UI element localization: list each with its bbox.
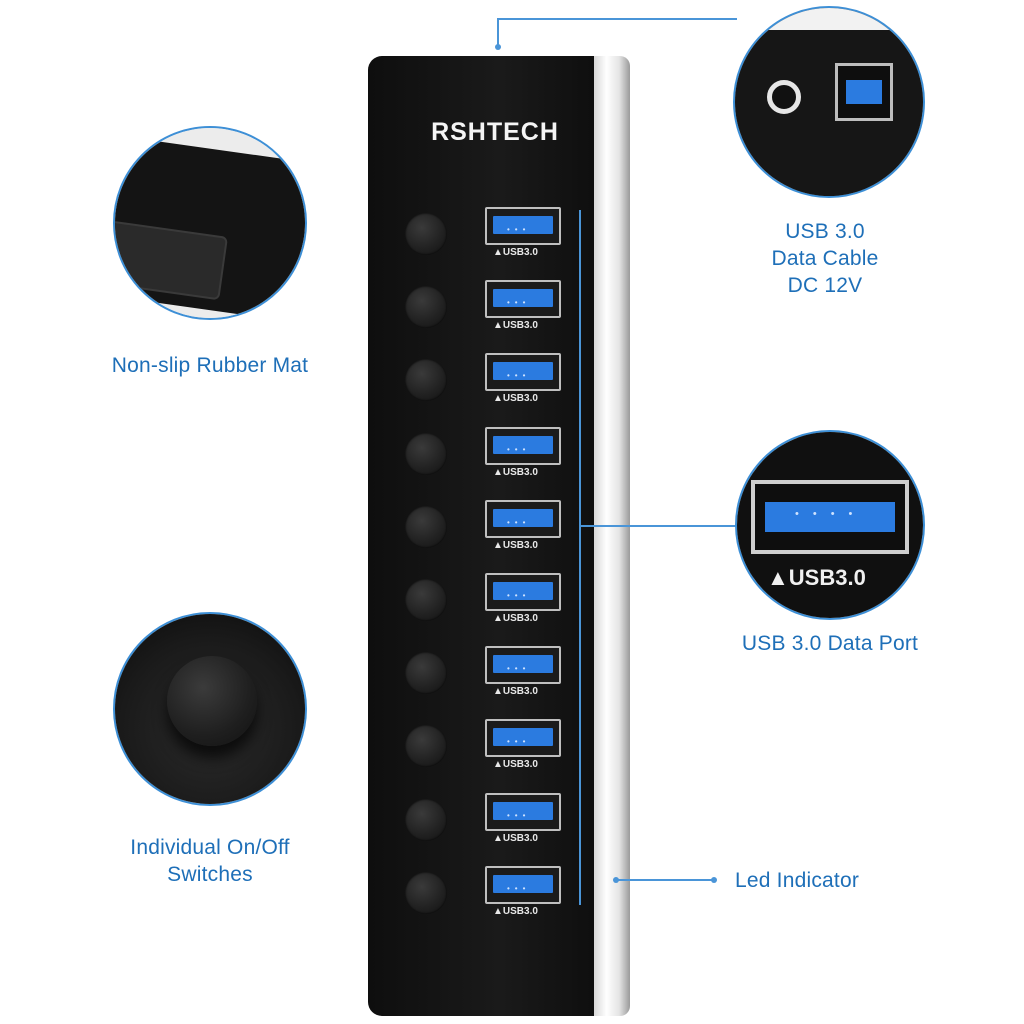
zoom-port-label: ▲USB3.0 — [767, 565, 866, 590]
port-label: ▲USB3.0 — [493, 686, 538, 698]
dc-connector-zoom — [733, 6, 925, 198]
usb-port-zoom: •••• ▲USB3.0 — [735, 430, 925, 620]
led-bracket — [579, 210, 581, 905]
switch-caption-line2: Switches — [167, 863, 253, 886]
cable-caption: USB 3.0 Data Cable DC 12V — [720, 218, 930, 299]
on-off-switch-button[interactable] — [405, 359, 447, 402]
port-row: •••▲USB3.0 — [405, 353, 605, 413]
usb3-port[interactable]: ••• — [485, 426, 561, 465]
port-row: •••▲USB3.0 — [405, 499, 605, 560]
switch-knob-icon — [167, 656, 257, 746]
led-caption: Led Indicator — [735, 869, 860, 892]
on-off-switch-button[interactable] — [405, 725, 447, 768]
rubber-mat-image — [115, 132, 305, 318]
data-port-caption: USB 3.0 Data Port — [741, 632, 919, 655]
usb3-port[interactable]: ••• — [485, 280, 561, 319]
rubber-mat-zoom — [113, 126, 307, 320]
port-row: •••▲USB3.0 — [405, 719, 605, 779]
port-label: ▲USB3.0 — [493, 832, 538, 844]
cable-caption-line1: USB 3.0 — [785, 220, 865, 243]
usb3-port[interactable]: ••• — [485, 792, 561, 831]
cable-callout-line-vertical — [497, 18, 499, 48]
led-callout-line — [616, 879, 714, 881]
usb3-port[interactable]: ••• — [485, 719, 561, 758]
port-row: •••▲USB3.0 — [405, 280, 605, 340]
on-off-switch-button[interactable] — [405, 432, 447, 475]
dc-jack-icon — [767, 80, 801, 114]
on-off-switch-button[interactable] — [405, 871, 447, 914]
led-callout-dot-left — [613, 877, 619, 883]
switch-zoom — [113, 612, 307, 806]
port-label: ▲USB3.0 — [493, 393, 538, 405]
switch-caption: Individual On/Off Switches — [90, 834, 330, 888]
usb-b-port-icon — [835, 63, 893, 121]
port-row: •••▲USB3.0 — [405, 426, 605, 487]
port-label: ▲USB3.0 — [493, 539, 538, 551]
on-off-switch-button[interactable] — [405, 579, 447, 621]
cable-caption-line3: DC 12V — [787, 274, 863, 297]
port-row: •••▲USB3.0 — [405, 865, 605, 926]
port-label: ▲USB3.0 — [493, 759, 538, 771]
on-off-switch-button[interactable] — [405, 505, 447, 548]
brand-logo: RSHTECH — [431, 118, 559, 146]
usb3-port[interactable]: ••• — [485, 865, 561, 904]
led-callout-dot-right — [711, 877, 717, 883]
data-port-callout-line — [580, 525, 736, 527]
usb3-port[interactable]: ••• — [485, 207, 561, 245]
port-label: ▲USB3.0 — [493, 320, 538, 332]
usb3-port[interactable]: ••• — [485, 499, 561, 538]
switch-caption-line1: Individual On/Off — [130, 836, 290, 859]
cable-callout-dot — [495, 44, 501, 50]
usb3-port[interactable]: ••• — [485, 353, 561, 392]
port-label: ▲USB3.0 — [493, 613, 538, 624]
usb3-port[interactable]: ••• — [485, 646, 561, 685]
usb3-port[interactable]: ••• — [485, 573, 561, 611]
on-off-switch-button[interactable] — [405, 652, 447, 695]
on-off-switch-button[interactable] — [405, 213, 447, 255]
port-row: ••• ▲USB3.0 — [405, 207, 605, 267]
on-off-switch-button[interactable] — [405, 798, 447, 841]
port-label: ▲USB3.0 — [493, 905, 538, 917]
rubber-mat-caption: Non-slip Rubber Mat — [111, 354, 309, 377]
on-off-switch-button[interactable] — [405, 286, 447, 329]
port-row: •••▲USB3.0 — [405, 646, 605, 706]
cable-callout-line-horizontal — [497, 18, 737, 20]
usb-hub-side-panel — [594, 56, 630, 1016]
port-row: •••▲USB3.0 — [405, 792, 605, 853]
port-row: ••• ▲USB3.0 — [405, 573, 605, 633]
cable-caption-line2: Data Cable — [771, 247, 879, 270]
port-label: ▲USB3.0 — [493, 466, 538, 478]
usb3-port-icon: •••• — [751, 480, 909, 554]
port-label: ▲USB3.0 — [493, 247, 538, 258]
